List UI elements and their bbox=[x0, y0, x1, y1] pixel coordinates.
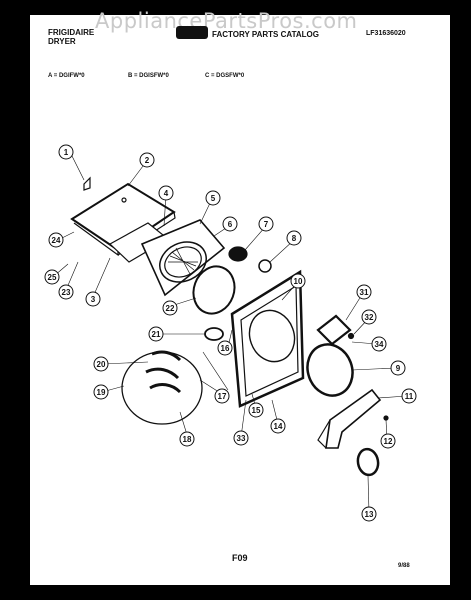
svg-text:6: 6 bbox=[228, 220, 233, 229]
callout-1: 1 bbox=[58, 144, 74, 160]
callout-31: 31 bbox=[356, 284, 372, 300]
callout-19: 19 bbox=[93, 384, 109, 400]
callout-17: 17 bbox=[214, 388, 230, 404]
model-a: A = DGIFW*0 bbox=[48, 73, 85, 79]
part-exhaust-duct bbox=[325, 388, 382, 449]
callout-34: 34 bbox=[371, 336, 387, 352]
callout-13: 13 bbox=[361, 506, 377, 522]
callout-24: 24 bbox=[48, 232, 64, 248]
svg-text:31: 31 bbox=[360, 288, 369, 297]
part-door-opening bbox=[248, 309, 296, 363]
callout-2: 2 bbox=[139, 152, 155, 168]
svg-text:19: 19 bbox=[97, 388, 106, 397]
part-door-seal bbox=[192, 265, 236, 315]
svg-text:8: 8 bbox=[292, 234, 297, 243]
svg-text:21: 21 bbox=[152, 330, 161, 339]
callout-9: 9 bbox=[390, 360, 406, 376]
catalog-title: FACTORY PARTS CATALOG bbox=[212, 30, 319, 39]
svg-text:4: 4 bbox=[164, 189, 169, 198]
brand-line-1: FRIGIDAIRE bbox=[48, 28, 95, 37]
callout-16: 16 bbox=[217, 340, 233, 356]
svg-text:7: 7 bbox=[264, 220, 269, 229]
callout-5: 5 bbox=[205, 190, 221, 206]
callout-25: 25 bbox=[44, 269, 60, 285]
callout-23: 23 bbox=[58, 284, 74, 300]
part-bumper bbox=[258, 259, 272, 273]
callout-6: 6 bbox=[222, 216, 238, 232]
callout-22: 22 bbox=[162, 300, 178, 316]
svg-text:10: 10 bbox=[294, 277, 303, 286]
callout-33: 33 bbox=[233, 430, 249, 446]
callout-18: 18 bbox=[179, 431, 195, 447]
part-catch bbox=[204, 327, 224, 341]
svg-text:24: 24 bbox=[52, 236, 61, 245]
callout-4: 4 bbox=[158, 185, 174, 201]
callout-11: 11 bbox=[401, 388, 417, 404]
callout-21: 21 bbox=[148, 326, 164, 342]
callout-14: 14 bbox=[270, 418, 286, 434]
part-bearing-ring bbox=[306, 343, 354, 397]
svg-text:17: 17 bbox=[218, 392, 227, 401]
catalog-number: LF31636020 bbox=[366, 30, 406, 37]
callout-32: 32 bbox=[361, 309, 377, 325]
svg-text:5: 5 bbox=[211, 194, 216, 203]
callout-10: 10 bbox=[290, 273, 306, 289]
part-inner-door bbox=[140, 219, 226, 297]
callout-3: 3 bbox=[85, 291, 101, 307]
brand-line-2: DRYER bbox=[48, 37, 76, 46]
part-front-panel bbox=[230, 269, 305, 408]
part-door-window bbox=[159, 241, 207, 283]
part-knob bbox=[228, 246, 248, 262]
callout-12: 12 bbox=[380, 433, 396, 449]
callout-8: 8 bbox=[286, 230, 302, 246]
callout-7: 7 bbox=[258, 216, 274, 232]
callout-20: 20 bbox=[93, 356, 109, 372]
svg-text:33: 33 bbox=[237, 434, 246, 443]
svg-text:9: 9 bbox=[396, 364, 401, 373]
svg-text:18: 18 bbox=[183, 435, 192, 444]
svg-text:1: 1 bbox=[64, 148, 69, 157]
part-duct-screw bbox=[383, 415, 389, 421]
model-c: C = DGSFW*0 bbox=[205, 73, 245, 79]
svg-text:13: 13 bbox=[365, 510, 374, 519]
part-clip bbox=[83, 176, 91, 191]
svg-text:32: 32 bbox=[365, 313, 374, 322]
svg-text:16: 16 bbox=[221, 344, 230, 353]
page-code: F09 bbox=[232, 553, 248, 563]
svg-text:12: 12 bbox=[384, 437, 393, 446]
callout-markers: 1 2 4 5 6 7 8 10 31 32 34 9 11 12 13 14 … bbox=[44, 144, 417, 522]
svg-text:34: 34 bbox=[375, 340, 384, 349]
part-duct-ring bbox=[356, 447, 380, 477]
svg-text:2: 2 bbox=[145, 156, 150, 165]
svg-text:23: 23 bbox=[62, 288, 71, 297]
watermark: AppliancePartsPros.com bbox=[95, 9, 358, 33]
svg-text:11: 11 bbox=[405, 392, 414, 401]
manufacturer-logo bbox=[176, 26, 208, 39]
page-date: 9/88 bbox=[398, 563, 410, 569]
svg-text:20: 20 bbox=[97, 360, 106, 369]
part-lint-gasket bbox=[316, 314, 352, 346]
part-screw bbox=[347, 332, 355, 340]
model-b: B = DGISFW*0 bbox=[128, 73, 169, 79]
callout-15: 15 bbox=[248, 402, 264, 418]
svg-text:3: 3 bbox=[91, 295, 96, 304]
svg-text:25: 25 bbox=[48, 273, 57, 282]
svg-text:14: 14 bbox=[274, 422, 283, 431]
svg-text:22: 22 bbox=[166, 304, 175, 313]
svg-text:15: 15 bbox=[252, 406, 261, 415]
